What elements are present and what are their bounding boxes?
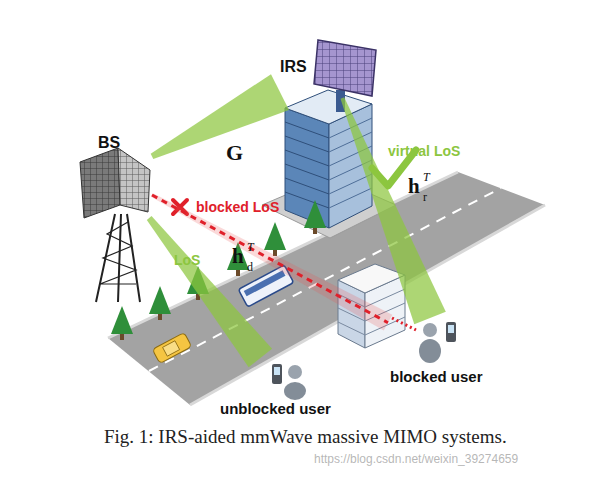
user-node: unblocked user	[220, 358, 350, 420]
beam-wedge	[151, 74, 289, 159]
blocked-link	[151, 193, 392, 330]
blocked-user-figure	[419, 322, 456, 363]
irs-panel	[314, 40, 376, 96]
subscript: r	[423, 190, 427, 205]
unblocked-user-figure-part	[288, 365, 302, 379]
beam-wedge	[147, 216, 272, 367]
base-station: BS	[78, 132, 152, 218]
bus	[238, 265, 293, 307]
blocked-user-figure-part	[448, 325, 454, 333]
tree-part	[264, 222, 286, 250]
beam-wedge	[151, 193, 392, 330]
small-building-part	[338, 264, 405, 293]
beam-link	[341, 97, 446, 324]
beam-wedge	[341, 97, 446, 324]
irs-panel-part	[314, 40, 376, 96]
edge-label: G	[226, 140, 243, 166]
office-tower-part	[329, 118, 372, 208]
edge-label: virtual LoS	[388, 143, 460, 159]
superscript: T	[247, 240, 254, 255]
blocked-user-figure-part	[446, 322, 456, 342]
channel-symbol: h	[408, 174, 420, 199]
bus-part	[238, 265, 293, 307]
tree	[111, 200, 326, 340]
office-tower	[285, 90, 372, 228]
blocked-path-line	[152, 195, 388, 323]
unblocked-user-figure	[272, 364, 306, 400]
edge-label: LoS	[174, 252, 200, 268]
tree-part	[111, 306, 133, 334]
tree-part	[227, 242, 249, 270]
office-tower-part	[329, 104, 372, 228]
road-part	[190, 205, 545, 405]
office-tower-part	[285, 122, 329, 208]
edge-label: blocked LoS	[196, 199, 279, 215]
office-tower-part	[285, 90, 372, 124]
block-cross-part	[173, 200, 187, 214]
unblocked-user-figure-part	[284, 382, 306, 400]
tree-part	[187, 266, 209, 294]
small-building-part	[392, 318, 416, 330]
bs-tower	[96, 214, 140, 302]
office-tower-part	[285, 108, 329, 228]
irs-node: IRS	[280, 36, 380, 98]
unblocked-user-figure-part	[274, 367, 280, 375]
blocked-user-figure-part	[423, 323, 437, 337]
office-tower-part	[336, 90, 345, 112]
superscript: T	[423, 170, 430, 185]
car-part	[152, 332, 191, 363]
node-label: blocked user	[390, 368, 483, 385]
user-node: blocked user	[388, 318, 500, 388]
node-label: unblocked user	[220, 400, 331, 417]
bs-antenna-array-part	[80, 148, 120, 218]
node-label: IRS	[280, 58, 307, 76]
beam-link	[147, 216, 272, 367]
node-label: BS	[98, 134, 120, 152]
car-part	[163, 341, 180, 356]
blocked-user-figure-part	[419, 339, 441, 363]
car	[152, 332, 191, 363]
bs-antenna-array-part	[118, 148, 150, 212]
block-cross	[173, 200, 187, 214]
figure-caption: Fig. 1: IRS-aided mmWave massive MIMO sy…	[104, 426, 507, 448]
tree-part	[304, 200, 326, 228]
watermark: https://blog.csdn.net/weixin_39274659	[314, 452, 518, 466]
channel-symbol: h	[232, 244, 244, 269]
bs-tower-part	[96, 214, 140, 302]
bs-antenna-array	[80, 148, 150, 218]
small-building	[338, 264, 416, 348]
subscript: d	[247, 260, 253, 275]
tree-part	[149, 286, 171, 314]
unblocked-user-figure-part	[272, 364, 282, 384]
small-building-part	[338, 289, 405, 335]
beam-link	[151, 74, 289, 159]
bs-tower-part	[100, 222, 136, 284]
bus-part	[244, 270, 286, 296]
